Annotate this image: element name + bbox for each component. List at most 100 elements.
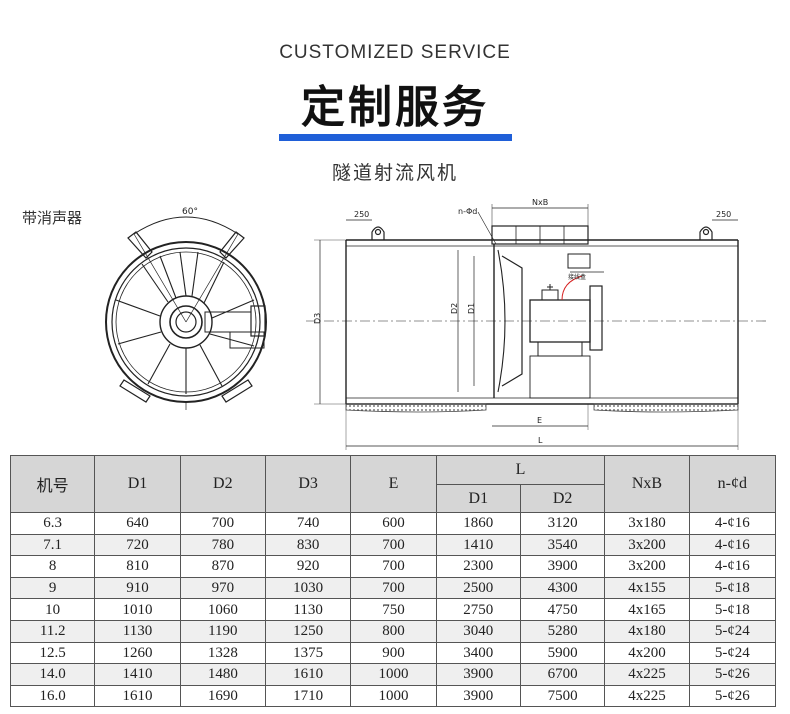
table-cell: 3x200 (604, 533, 690, 557)
table-cell: 1130 (94, 619, 181, 643)
eyebrow-heading: CUSTOMIZED SERVICE (279, 42, 511, 63)
table-cell: 640 (94, 512, 181, 535)
table-cell: 1000 (350, 663, 437, 686)
table-cell: 5-¢18 (688, 598, 777, 621)
title-underline-bar (279, 134, 512, 141)
table-cell: 800 (350, 619, 437, 643)
table-cell: 1060 (179, 598, 266, 621)
fan-technical-drawing: 60° (105, 198, 768, 450)
table-cell: 1130 (264, 598, 352, 621)
table-cell: 12.5 (9, 641, 96, 665)
table-cell: 5-¢26 (688, 684, 777, 708)
table-cell: 4-¢16 (688, 555, 777, 578)
table-cell: 4x200 (604, 641, 690, 665)
table-cell: 4300 (519, 576, 606, 600)
table-cell: 830 (264, 533, 352, 557)
table-cell: 1250 (264, 619, 352, 643)
table-cell: 14.0 (9, 663, 96, 686)
header-nphid: n-¢d (688, 455, 777, 513)
table-cell: 4x165 (604, 598, 690, 621)
header-d1: D1 (94, 455, 181, 513)
side-view (306, 204, 768, 450)
dim-l: L (538, 436, 543, 445)
table-cell: 750 (350, 598, 437, 621)
table-cell: 700 (350, 533, 437, 557)
table-cell: 3x180 (604, 512, 690, 535)
junction-box-label: 接线盒 (568, 273, 586, 281)
page-subtitle: 隧道射流风机 (331, 162, 458, 184)
dim-d2: D2 (450, 303, 459, 314)
header-nxb: NxB (604, 455, 690, 513)
table-cell: 4750 (519, 598, 606, 621)
table-cell: 1328 (179, 641, 266, 665)
table-cell: 810 (94, 555, 181, 578)
table-cell: 4x180 (604, 619, 690, 643)
header-d2: D2 (179, 455, 266, 513)
table-cell: 3040 (435, 619, 521, 643)
table-cell: 6.3 (9, 512, 96, 535)
table-cell: 600 (350, 512, 437, 535)
header-e: E (350, 455, 437, 513)
table-cell: 1860 (435, 512, 521, 535)
table-cell: 700 (350, 555, 437, 578)
table-cell: 3900 (435, 684, 521, 708)
table-cell: 970 (179, 576, 266, 600)
table-cell: 3900 (519, 555, 606, 578)
dim-250-left: 250 (354, 210, 369, 219)
table-cell: 1410 (435, 533, 521, 557)
table-cell: 1000 (350, 684, 437, 708)
header-l-d2: D2 (519, 484, 606, 513)
table-cell: 3x200 (604, 555, 690, 578)
table-cell: 1610 (264, 663, 352, 686)
table-cell: 11.2 (9, 619, 96, 643)
table-cell: 910 (94, 576, 181, 600)
table-cell: 5280 (519, 619, 606, 643)
title-wrap: 定制服务 (0, 80, 790, 136)
dim-d3: D3 (313, 313, 322, 324)
table-cell: 700 (350, 576, 437, 600)
table-cell: 3540 (519, 533, 606, 557)
table-cell: 5-¢26 (688, 663, 777, 686)
table-cell: 870 (179, 555, 266, 578)
dim-nphid: n-Φd (458, 207, 477, 216)
table-cell: 1030 (264, 576, 352, 600)
left-support-rail (345, 403, 487, 413)
table-cell: 4-¢16 (688, 533, 777, 557)
table-cell: 1190 (179, 619, 266, 643)
table-cell: 4x225 (604, 684, 690, 708)
table-cell: 780 (179, 533, 266, 557)
muffler-label: 带消声器 (22, 209, 83, 227)
table-cell: 2300 (435, 555, 521, 578)
dim-nxb: NxB (532, 198, 548, 207)
page-title: 定制服务 (301, 82, 489, 133)
table-cell: 10 (9, 598, 96, 621)
table-cell: 920 (264, 555, 352, 578)
table-cell: 900 (350, 641, 437, 665)
dim-d1: D1 (467, 303, 476, 314)
table-cell: 1610 (94, 684, 181, 708)
front-view (105, 216, 267, 410)
table-cell: 720 (94, 533, 181, 557)
angle-label: 60° (182, 207, 198, 217)
table-cell: 1690 (179, 684, 266, 708)
header-l-d1: D1 (435, 484, 521, 513)
dim-250-right: 250 (716, 210, 731, 219)
table-cell: 1410 (94, 663, 181, 686)
table-cell: 5-¢24 (688, 641, 777, 665)
table-cell: 1010 (94, 598, 181, 621)
table-cell: 1260 (94, 641, 181, 665)
table-cell: 5900 (519, 641, 606, 665)
table-cell: 1480 (179, 663, 266, 686)
table-cell: 8 (9, 555, 96, 578)
table-cell: 2750 (435, 598, 521, 621)
